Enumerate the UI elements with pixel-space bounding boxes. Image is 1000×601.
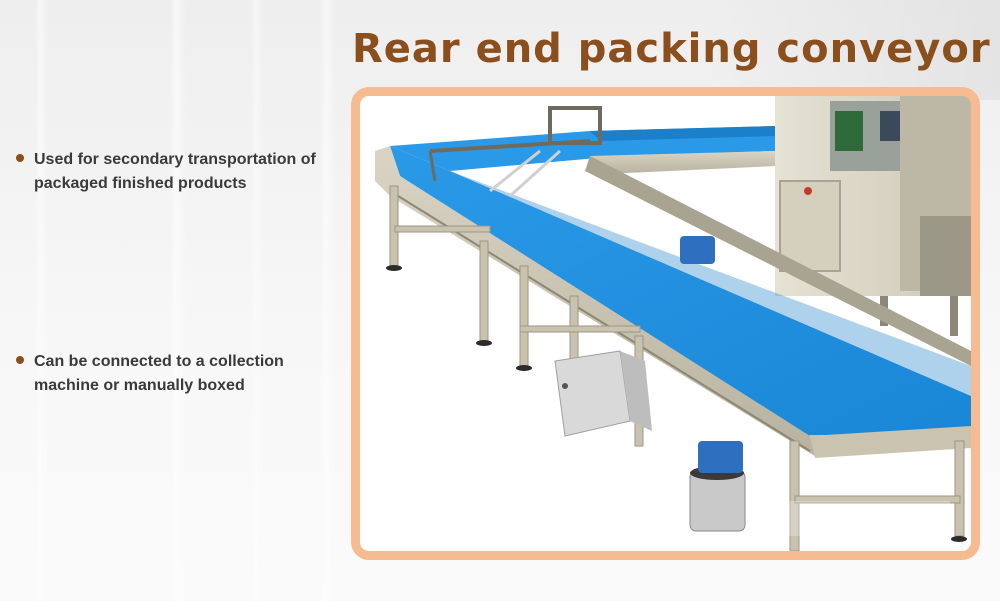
conveyor-illustration [375, 96, 971, 551]
feature-text: Used for secondary transportation of pac… [34, 151, 316, 192]
background-shade [700, 0, 1000, 100]
drive-motor [680, 236, 746, 532]
packing-machine [775, 96, 971, 336]
product-photo-frame [351, 87, 980, 560]
feature-text: Can be connected to a collection machine… [34, 353, 284, 394]
feature-item: Used for secondary transportation of pac… [16, 148, 334, 196]
main-belt [375, 146, 971, 458]
upper-belt [390, 126, 775, 174]
page-title: Rear end packing conveyor [352, 26, 991, 72]
guide-fence [428, 106, 602, 198]
feature-list: Used for secondary transportation of pac… [16, 0, 346, 601]
control-box [554, 350, 652, 437]
bullet-dot-icon [16, 154, 24, 162]
bullet-dot-icon [16, 356, 24, 364]
feature-item: Can be connected to a collection machine… [16, 350, 334, 398]
conveyor-photo [360, 96, 971, 551]
